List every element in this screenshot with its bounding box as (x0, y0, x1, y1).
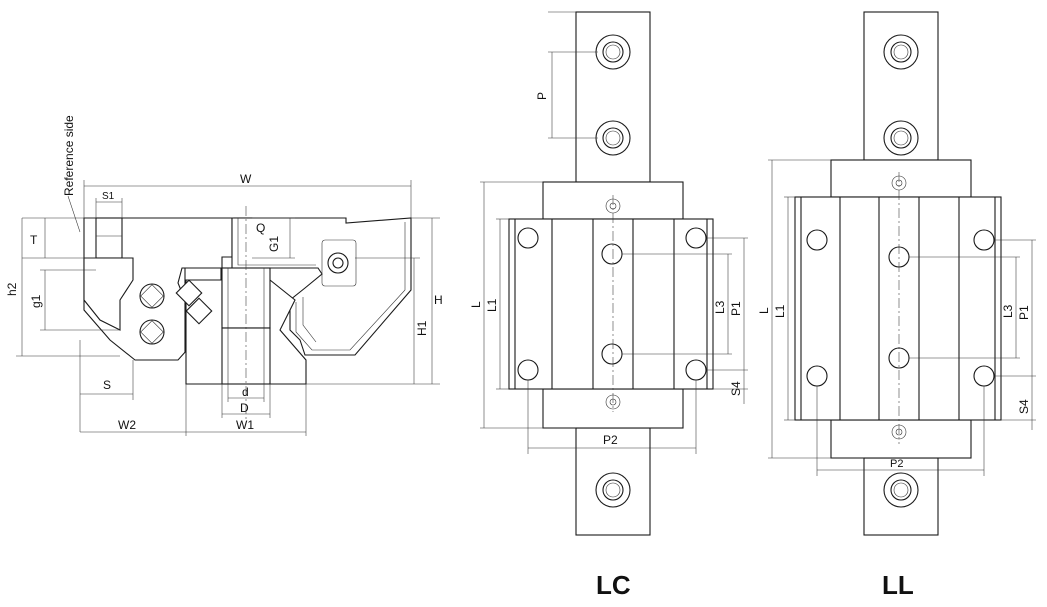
end-seal-plate (231, 217, 412, 356)
ball-lower (139, 319, 165, 345)
dim-Q-label: Q (256, 221, 265, 235)
dim-G1-label: G1 (267, 236, 281, 252)
dim-W-label: W (240, 172, 252, 186)
ll-top-view (768, 11, 1036, 536)
ll-labels: L L1 L3 P1 S4 P2 LL (757, 304, 1031, 600)
dim-W2-label: W2 (118, 418, 136, 432)
ll-end-cap-top (830, 159, 972, 198)
dim-H1-label: H1 (415, 320, 429, 336)
lc-carriage (508, 218, 714, 390)
ll-rail-top (863, 11, 939, 161)
ll-title: LL (882, 570, 914, 600)
grease-port (327, 252, 349, 274)
ll-dim-P1-label: P1 (1017, 305, 1031, 320)
lc-top-view (480, 11, 748, 536)
ll-carriage (794, 196, 1002, 421)
lc-dim-P1-label: P1 (729, 301, 743, 316)
dim-g1-label: g1 (29, 294, 43, 308)
lc-dim-S4-label: S4 (729, 381, 743, 396)
ll-dim-S4-label: S4 (1017, 399, 1031, 414)
ball-right-lower (185, 297, 213, 325)
lc-dim-P-label: P (535, 92, 549, 100)
ll-dim-L3-label: L3 (1001, 304, 1015, 318)
cross-section-view (16, 180, 440, 436)
dim-D-label: D (240, 401, 249, 415)
lc-labels: P L L1 L3 P1 S4 P2 LC (469, 92, 743, 600)
carriage-bolt-hole (95, 217, 123, 259)
reference-side-label: Reference side (62, 115, 76, 196)
dim-S-label: S (103, 378, 111, 392)
dim-d-label: d (242, 385, 249, 399)
ll-dim-L-label: L (757, 307, 771, 314)
dim-W1-label: W1 (236, 418, 254, 432)
lc-rail-top (575, 11, 651, 183)
section-labels: Reference side W S1 T Q G1 h2 g1 H H1 S … (5, 115, 443, 432)
dim-h2-label: h2 (5, 282, 19, 296)
ll-dim-L1-label: L1 (773, 304, 787, 318)
dim-T-label: T (30, 233, 38, 247)
lc-dim-P2-label: P2 (603, 433, 618, 447)
lc-rail-bottom (575, 427, 651, 536)
ball-upper (139, 283, 165, 309)
lc-dim-L3-label: L3 (713, 300, 727, 314)
dim-S1-label: S1 (102, 191, 115, 202)
lc-dim-L-label: L (469, 301, 483, 308)
lc-title: LC (596, 570, 631, 600)
lc-dim-L1-label: L1 (485, 298, 499, 312)
ll-dim-P2-label: P2 (890, 458, 903, 470)
dim-H-label: H (434, 293, 443, 307)
ball-right-upper (175, 279, 203, 307)
